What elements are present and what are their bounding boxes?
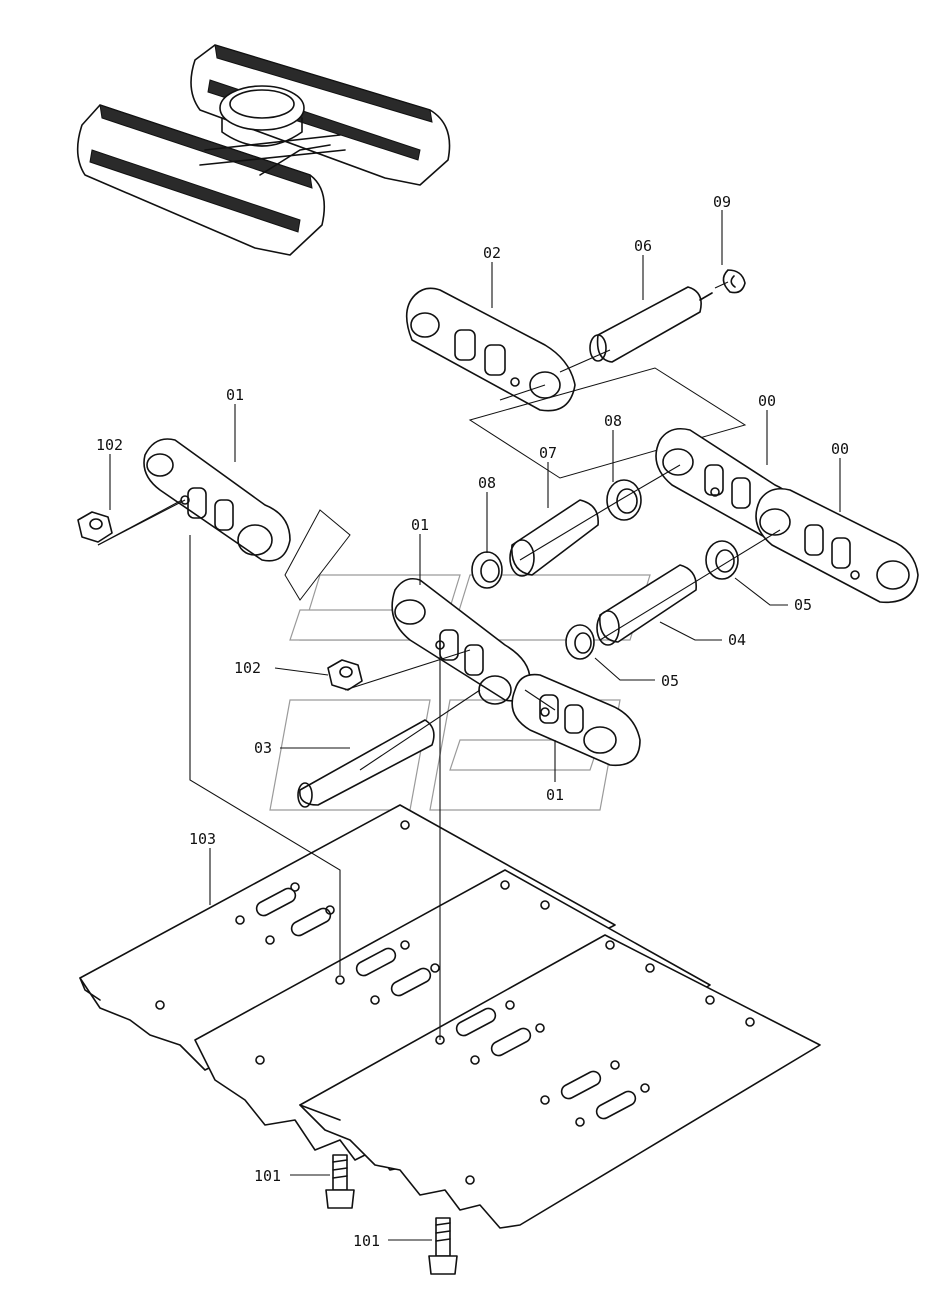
label-00-upper: 00 [758,392,776,410]
link-02 [405,287,576,412]
label-102-upper: 102 [96,436,123,454]
label-08-left: 08 [478,474,496,492]
label-101-upper: 101 [254,1167,281,1185]
label-01-left: 01 [226,386,244,404]
pin-06 [589,286,713,363]
label-102-lower: 102 [234,659,261,677]
label-101-lower: 101 [353,1232,380,1250]
label-04: 04 [728,631,746,649]
track-shoes-103 [79,804,821,1229]
cutaway-box-02 [468,367,747,479]
seal-08-right [606,479,642,521]
label-01-center: 01 [411,516,429,534]
label-06: 06 [634,237,652,255]
label-01-right: 01 [546,786,564,804]
undercarriage-overview-icon [76,44,451,256]
leader-lines [97,210,841,1241]
seal-05-left [565,624,595,660]
link-00-lower [755,487,919,604]
label-103: 103 [189,830,216,848]
label-00-lower: 00 [831,440,849,458]
bushing-07 [509,499,599,577]
label-02: 02 [483,244,501,262]
label-09: 09 [713,193,731,211]
label-05-left: 05 [661,672,679,690]
link-01-left [143,438,291,562]
link-01-right [511,673,641,767]
bolt-101-upper [325,1154,355,1209]
bolt-101-lower [428,1217,458,1275]
cutaway-box-01-left [284,509,351,601]
nut-102-lower [327,659,363,691]
label-03: 03 [254,739,272,757]
seal-08-left [471,551,503,589]
part-labels: 09 06 02 01 00 08 102 07 00 08 01 05 04 … [96,193,849,1250]
snap-ring-09 [722,269,746,294]
label-07: 07 [539,444,557,462]
nut-102-upper [77,511,113,543]
label-05-right: 05 [794,596,812,614]
seal-05-right [705,540,739,580]
label-08-right: 08 [604,412,622,430]
